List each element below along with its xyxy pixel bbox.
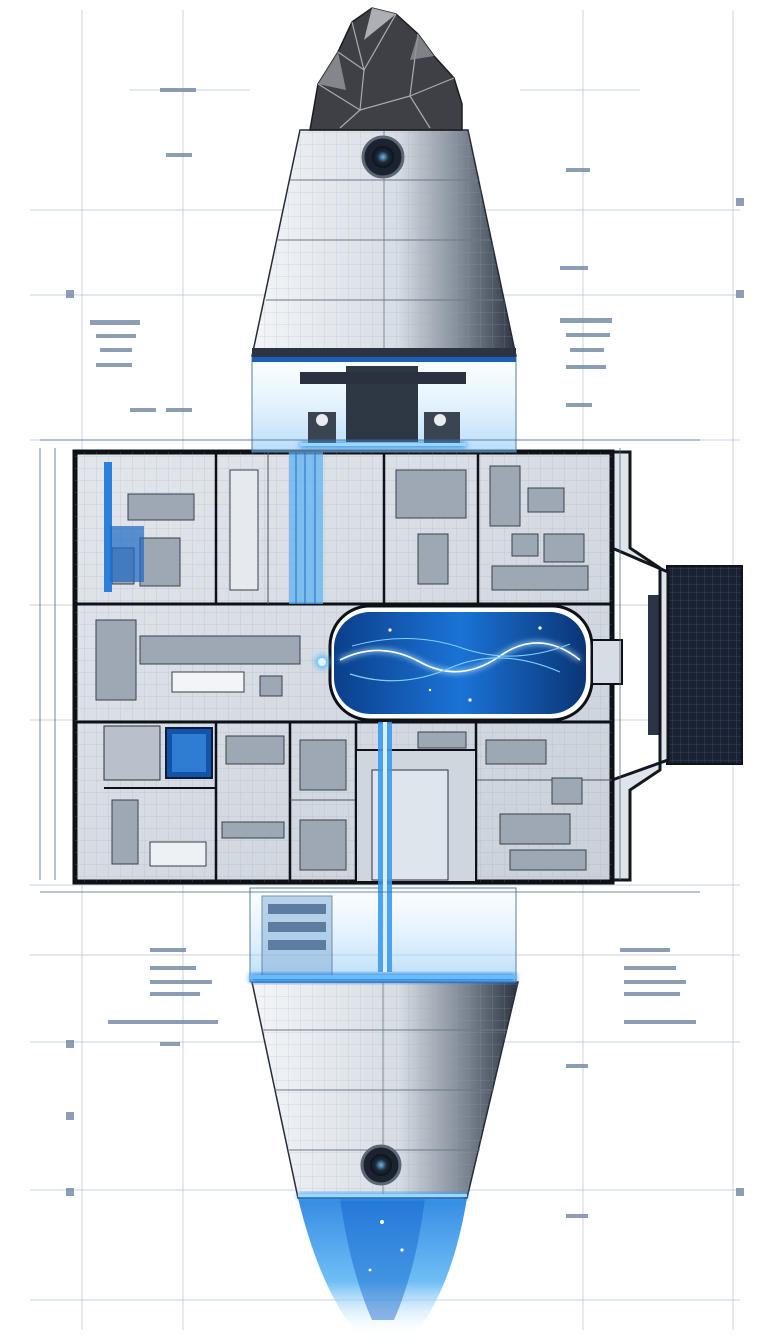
upper-capsule [251, 356, 517, 453]
energy-conduit [289, 452, 392, 972]
engine-exhaust-icon [298, 1198, 467, 1338]
energy-core-icon [315, 604, 623, 722]
solar-panel-icon [648, 565, 743, 765]
nose-cone [251, 129, 517, 357]
lower-hull [251, 981, 519, 1199]
dimension-ticks [39, 439, 700, 893]
asteroid-icon [309, 7, 463, 131]
porthole-icon [361, 135, 405, 179]
blueprint-annotation-marks [66, 88, 744, 1218]
room-furniture [95, 465, 589, 871]
highlighted-rooms [103, 462, 213, 781]
side-module [610, 450, 670, 882]
porthole-icon [360, 1144, 402, 1186]
